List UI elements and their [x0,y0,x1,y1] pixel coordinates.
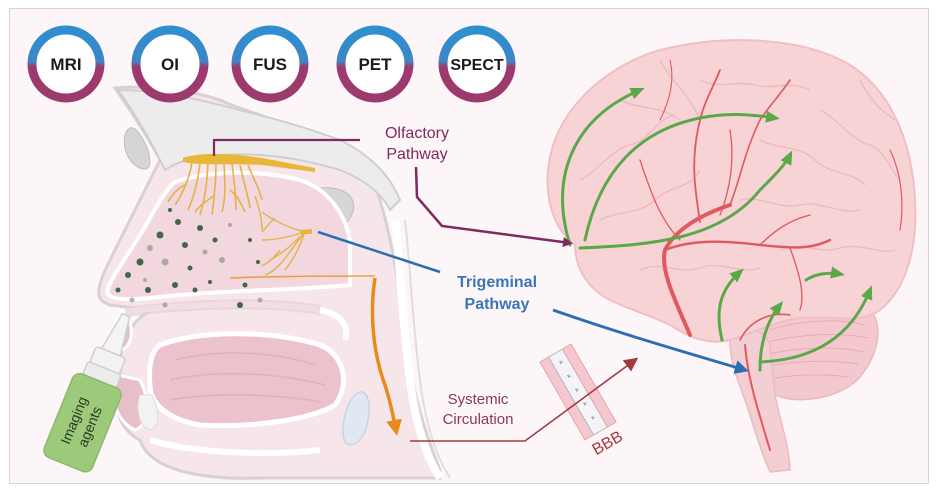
lower-jaw [149,437,321,456]
imaging-agent-particle [168,208,172,212]
imaging-agent-particle [219,257,225,263]
trigeminal-nerve-fibers [254,195,306,276]
bbb-wall-right [561,343,617,428]
imaging-agent-particle [242,282,248,288]
imaging-agent-particle [208,280,212,284]
modality-label: OI [161,55,179,74]
teeth [137,394,159,431]
imaging-modalities: MRI OI FUS PET SPECT [27,25,516,103]
svg-text:×: × [558,359,565,367]
ring-icon [231,25,309,103]
systemic-circulation-label-line1: Systemic [448,391,509,408]
imaging-agent-particle [136,258,144,266]
trigeminal-pathway-connector [317,230,441,274]
imaging-agent-particle [202,249,208,255]
systemic-flow-arrow [370,277,402,436]
imaging-agent-particle [212,237,218,243]
imaging-agent-particle [248,238,252,242]
imaging-agent-particle [129,297,135,303]
green-arrow-3 [578,150,793,250]
olfactory-pathway-label-line1: Olfactory [385,125,449,142]
modality-ring-mri: MRI [27,25,105,103]
olfactory-nerve [167,153,376,279]
imaging-agent-particle [125,272,131,278]
green-arrow-4 [717,268,744,342]
frontal-bone [116,88,402,212]
imaging-agent-particle [256,260,260,264]
brain-distribution-arrows [561,88,873,372]
imaging-agent-particle [143,278,147,282]
imaging-agent-particle [257,297,263,303]
tongue-detail [174,352,316,366]
imaging-agent-particle [147,245,153,251]
imaging-agent-particle [197,225,203,231]
green-arrow-6 [758,285,873,364]
blood-brain-barrier: ××× ×× BBB [539,343,626,459]
modality-label: MRI [50,55,81,74]
imaging-agent-particle [175,219,181,225]
spray-body [43,372,122,473]
imaging-agent-particle [162,302,168,308]
ring-icon [438,25,516,103]
imaging-agent-particle [187,265,193,271]
imaging-agent-particle [192,287,198,293]
ring-icon [336,25,414,103]
imaging-agent-particle [115,287,121,293]
imaging-agent-particle [182,242,188,248]
olfactory-nerve-fibers [167,161,263,216]
modality-ring-spect: SPECT [438,25,516,103]
ring-icon [131,25,209,103]
cerebral-vessels [639,59,903,451]
epiglottis [342,391,370,446]
imaging-agent-particle [172,282,178,288]
trigeminal-pathway-label-line2: Pathway [465,296,530,313]
svg-text:×: × [582,401,589,409]
ring-icon [27,25,105,103]
cerebrum [546,39,917,343]
imaging-agent-particles [115,208,263,308]
frontal-sinus [123,127,151,170]
green-arrow-2 [583,110,780,242]
svg-text:×: × [566,373,573,381]
imaging-agent-particle [161,258,169,266]
trigeminal-pathway-arrow [552,308,749,374]
nasal-cavity [105,170,352,302]
bbb-junction-marks: ××× ×× [558,359,597,423]
imaging-agent-particle [228,223,232,227]
modality-label: FUS [253,55,287,74]
imaging-agent-particle [145,287,151,293]
brain [546,39,917,473]
palate-shadow [124,299,321,317]
modality-label: PET [358,55,392,74]
imaging-agent-particle [237,302,243,308]
green-arrow-7 [804,266,845,282]
svg-text:×: × [574,387,581,395]
modality-ring-pet: PET [336,25,414,103]
tongue-detail [169,372,326,386]
nasal-to-systemic-flow-line [229,275,376,279]
svg-text:×: × [590,414,597,422]
nasal-spray-bottle: Imaging agents [43,312,131,473]
systemic-circulation-label-line2: Circulation [443,411,514,428]
olfactory-bulb [183,153,315,172]
olfactory-pathway-arrow [414,166,573,248]
modality-ring-oi: OI [131,25,209,103]
olfactory-pathway-connector [212,138,360,156]
green-arrow-1 [561,88,645,247]
trigeminal-pathway-label-line1: Trigeminal [457,274,537,291]
tongue [147,331,346,429]
imaging-agent-particle [156,231,164,239]
pharynx-outline [404,219,451,479]
systemic-circulation-connector [410,357,639,442]
modality-ring-fus: FUS [231,25,309,103]
tongue-detail [169,394,323,403]
modality-label: SPECT [450,57,504,74]
olfactory-pathway-label-line2: Pathway [386,146,447,163]
